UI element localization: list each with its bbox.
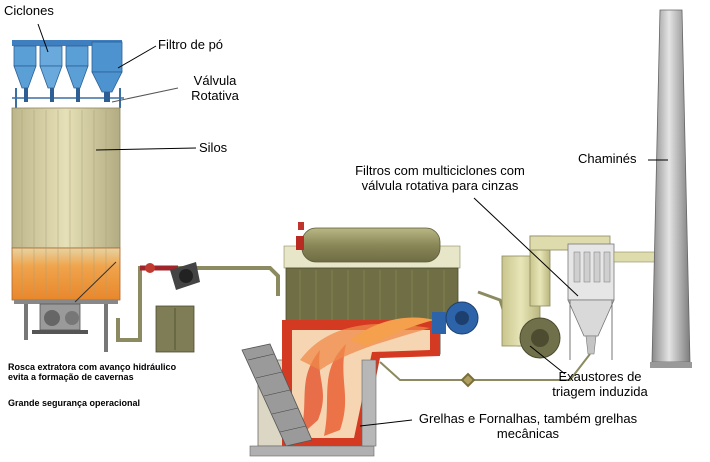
- label-rosca-extratora: Rosca extratora com avanço hidráulico ev…: [8, 362, 176, 383]
- cyclone-group: [12, 40, 124, 108]
- label-rosca-line1: Rosca extratora com avanço hidráulico: [8, 362, 177, 372]
- label-grelhas-line2: mecânicas: [496, 425, 560, 441]
- label-rosca-line2: evita a formação de cavernas: [8, 372, 134, 383]
- label-exaustores: Exaustores de triagem induzida: [540, 369, 660, 400]
- label-seguranca: Grande segurança operacional: [8, 398, 141, 408]
- label-filtros-multiciclones: Filtros com multiciclones com válvula ro…: [340, 163, 540, 194]
- label-filtros-line2: válvula rotativa para cinzas: [361, 177, 519, 193]
- chimney-base: [650, 362, 692, 368]
- multicyclone-filter: [567, 243, 665, 360]
- gas-ducts: [477, 235, 611, 359]
- label-grelhas-fornalhas: Grelhas e Fornalhas, também grelhas mecâ…: [412, 411, 644, 442]
- label-filtros-line1: Filtros com multiciclones com: [355, 163, 525, 178]
- label-valvula-line2: Rotativa: [191, 87, 239, 103]
- label-exaustores-line1: Exaustores de: [558, 369, 642, 384]
- leader-lines: [37, 23, 668, 427]
- feeder-unit: [170, 262, 200, 290]
- label-exaustores-line2: triagem induzida: [552, 383, 648, 399]
- ash-pipe: [379, 353, 591, 388]
- silo: [11, 107, 121, 352]
- label-valvula-line1: Válvula: [193, 73, 237, 88]
- burner: [432, 301, 479, 335]
- label-ciclones: Ciclones: [4, 3, 54, 18]
- furnace: [241, 317, 440, 457]
- label-silos: Silos: [199, 140, 228, 155]
- feed-pipe: [116, 263, 280, 342]
- chimney: [651, 9, 691, 363]
- label-grelhas-line1: Grelhas e Fornalhas, também grelhas: [418, 411, 638, 426]
- label-chamines: Chaminés: [578, 151, 637, 166]
- label-valvula-rotativa: Válvula Rotativa: [180, 73, 250, 104]
- label-filtro-de-po: Filtro de pó: [158, 37, 224, 52]
